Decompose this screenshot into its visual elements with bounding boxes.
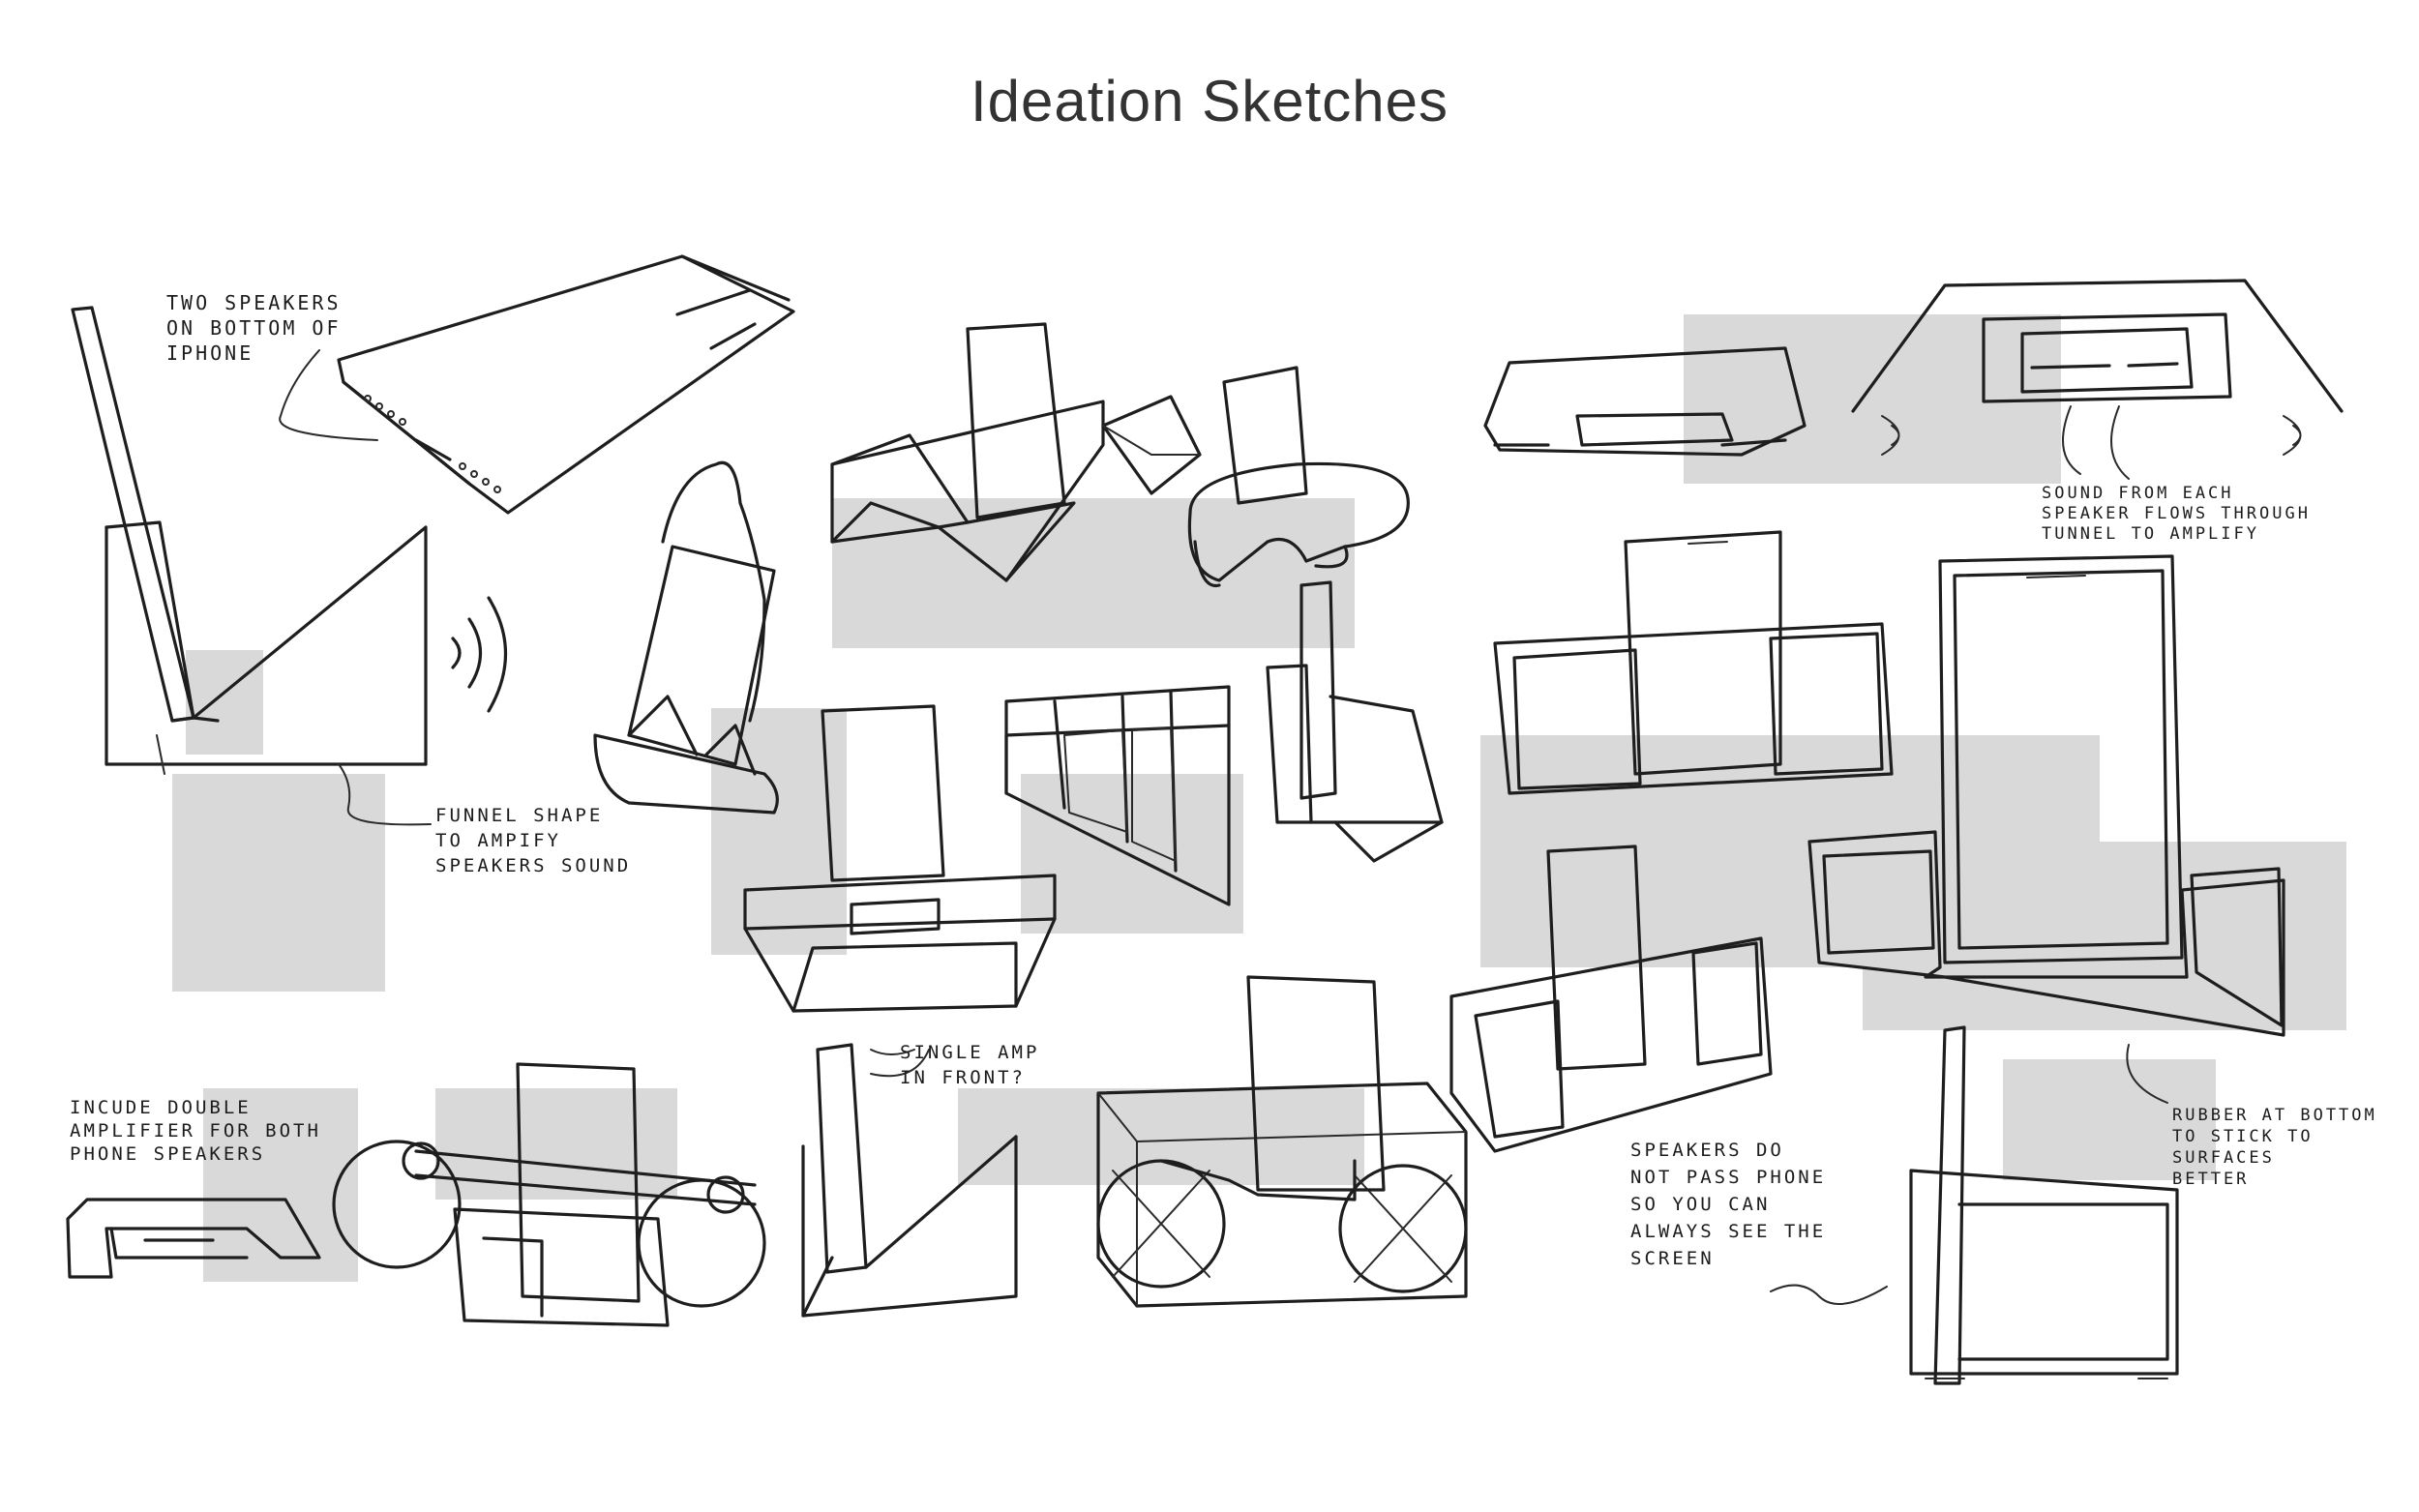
note-single-amp: Single amp in front? — [900, 1042, 1040, 1088]
shade-block — [1684, 314, 2061, 484]
cylinder-amp-sketch — [1096, 975, 1468, 1308]
funnel-profile-sketch — [71, 306, 508, 826]
note-rubber-at-bottom: Rubber at bottom to stick to surfaces be… — [2172, 1106, 2377, 1189]
shade-block — [2003, 1059, 2216, 1180]
side-speaker-block-sketch — [1449, 845, 1773, 1153]
pill-base-sketch — [1187, 366, 1410, 588]
single-amp-sketch — [801, 1043, 1018, 1318]
shade-block — [203, 1088, 358, 1282]
note-speakers-do-not: Speakers do not pass phone so you can al… — [1630, 1140, 1827, 1269]
note-sound-from-each: Sound from each speaker flows through tu… — [2042, 484, 2311, 544]
big-phone-speaker-sketch — [1807, 554, 2285, 1104]
scroll-stand-sketch — [593, 460, 779, 815]
shade-block — [435, 1088, 677, 1200]
shade-block — [832, 498, 1355, 648]
leader-line — [870, 1049, 930, 1078]
shade-block — [186, 650, 263, 755]
shade-block — [172, 774, 385, 992]
shade-block — [711, 708, 847, 955]
double-end-stand-sketch — [1493, 530, 1894, 795]
page-title: Ideation Sketches — [971, 69, 1448, 133]
wing-stand-sketch — [743, 704, 1057, 1013]
front-bar-sketch — [66, 1198, 321, 1279]
iphone-bottom-sketch — [279, 254, 795, 515]
note-two-speakers: Two speakers on bottom of iPhone — [166, 291, 342, 365]
tilt-stand-sketch — [1909, 1025, 2179, 1385]
leader-line — [1770, 1284, 1888, 1305]
shading-blocks — [172, 314, 2346, 1282]
note-funnel-shape: Funnel shape to ampify speakers sound — [435, 805, 632, 876]
speaker-tunnel-sketch — [1483, 279, 2344, 480]
tri-panel-sketch — [1004, 685, 1231, 906]
note-include-double: Incude double amplifier for both phone s… — [70, 1097, 321, 1165]
side-dock-sketch — [1266, 580, 1444, 863]
origami-amp-sketch — [830, 322, 1202, 582]
barbell-amp-sketch — [332, 1062, 766, 1327]
